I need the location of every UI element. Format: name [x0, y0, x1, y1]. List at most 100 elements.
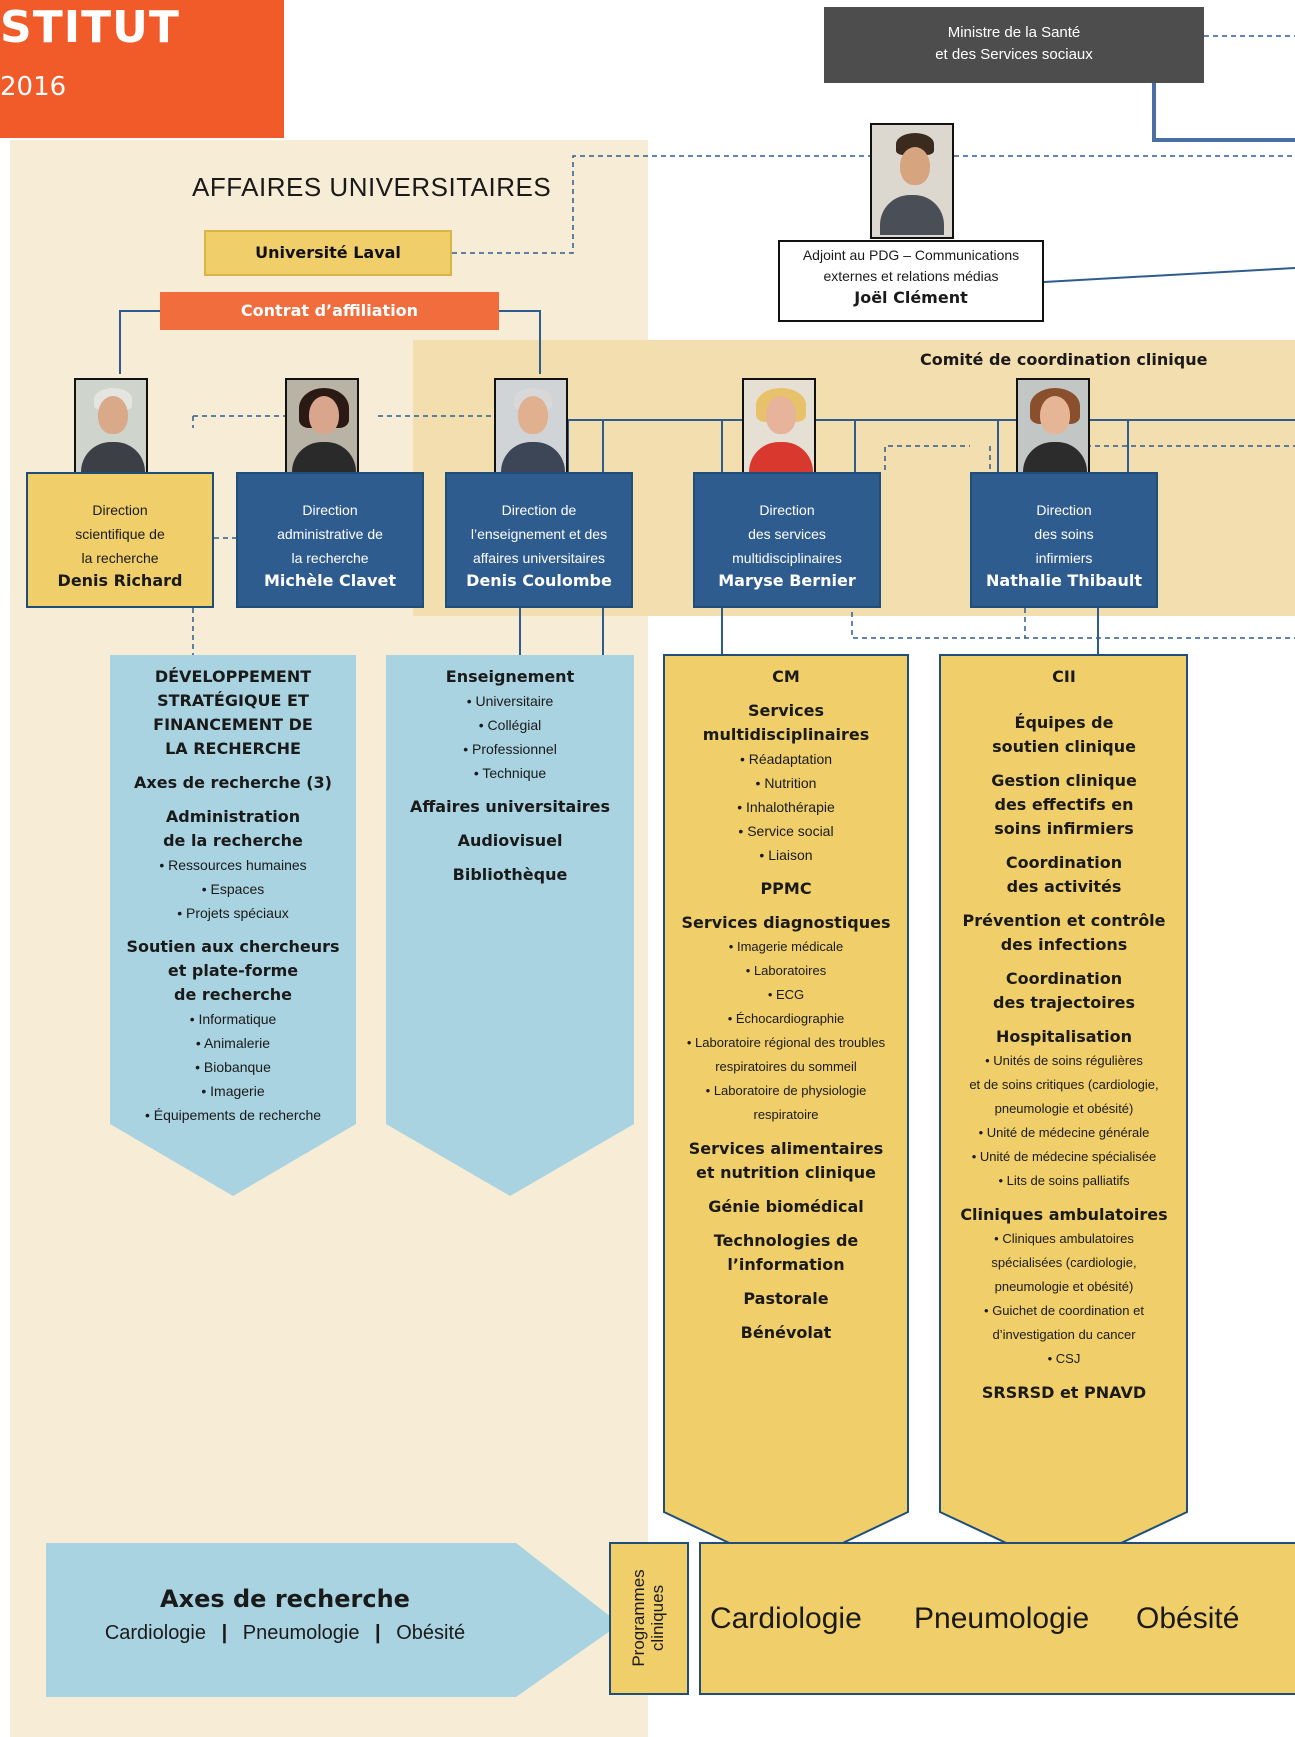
ministre-box: Ministre de la Santé et des Services soc… — [824, 7, 1204, 83]
coord-trajectoires-title: Coordination des trajectoires — [944, 967, 1184, 1015]
col-cii: CII Équipes de soutien clinique Gestion … — [944, 665, 1184, 1405]
separator: | — [375, 1622, 381, 1644]
coord-activites-title: Coordination des activités — [944, 851, 1184, 899]
header-subtitle: 2016 — [0, 72, 67, 102]
comite-label: Comité de coordination clinique — [920, 350, 1208, 369]
services-alimentaires-title: Services alimentaires et nutrition clini… — [668, 1137, 904, 1185]
enseignement-title: Enseignement — [445, 667, 575, 686]
director-line: Direction — [302, 502, 358, 518]
adjoint-line2: externes et relations médias — [823, 268, 999, 284]
srsrsd-label: SRSRSD et PNAVD — [981, 1383, 1147, 1402]
director-photo-coulombe — [494, 378, 568, 478]
services-diag-title: Services diagnostiques — [681, 913, 891, 932]
director-line: administrative de — [277, 526, 383, 542]
director-line: multidisciplinaires — [732, 550, 842, 566]
arrow-cm — [663, 654, 909, 1572]
list-item: d’investigation du cancer — [992, 1327, 1136, 1342]
services-multi-title: Services multidisciplinaires — [668, 699, 904, 747]
director-photo-thibault — [1016, 378, 1090, 478]
list-item: • Informatique — [189, 1011, 277, 1027]
list-item: • CSJ — [1047, 1351, 1081, 1366]
universite-laval-box: Université Laval — [204, 230, 452, 276]
title-line: de recherche — [174, 985, 292, 1004]
list-item: • Technique — [473, 765, 547, 781]
title-line: Administration — [165, 807, 301, 826]
soutien-title: Soutien aux chercheurs et plate-forme de… — [115, 935, 351, 1007]
bibliotheque-label: Bibliothèque — [452, 865, 568, 884]
list-item: • Cliniques ambulatoires — [994, 1231, 1134, 1246]
list-item: • Laboratoire de physiologie — [705, 1083, 867, 1098]
cliniques-list: • Cliniques ambulatoires spécialisées (c… — [944, 1227, 1184, 1371]
label-line: cliniques — [648, 1584, 667, 1652]
equipes-title: Équipes de soutien clinique — [944, 711, 1184, 759]
director-name: Denis Coulombe — [466, 571, 612, 590]
admin-recherche-title: Administration de la recherche — [115, 805, 351, 853]
title-line: l’information — [727, 1255, 845, 1274]
director-line: la recherche — [291, 550, 369, 566]
separator: | — [221, 1622, 228, 1644]
list-item: • Équipements de recherche — [144, 1107, 322, 1123]
director-line: l’enseignement et des — [470, 526, 608, 542]
arrow-axes-recherche — [46, 1543, 620, 1697]
gestion-title: Gestion clinique des effectifs en soins … — [944, 769, 1184, 841]
title-line: Prévention et contrôle — [962, 911, 1166, 930]
director-box-enseignement: Direction de l’enseignement et des affai… — [445, 472, 633, 608]
list-item: • Échocardiographie — [727, 1011, 845, 1026]
list-item: • Unité de médecine spécialisée — [971, 1149, 1157, 1164]
col-enseignement: Enseignement • Universitaire • Collégial… — [390, 665, 630, 897]
director-line: des soins — [1034, 526, 1094, 542]
axe-item: Pneumologie — [242, 1622, 360, 1644]
programmes-cliniques-label: Programmes cliniques — [629, 1543, 669, 1693]
enseignement-list: • Universitaire • Collégial • Profession… — [390, 689, 630, 785]
director-name: Maryse Bernier — [718, 571, 856, 590]
title-line: et nutrition clinique — [696, 1163, 876, 1182]
list-item: • Espaces — [201, 881, 265, 897]
director-line: infirmiers — [1035, 550, 1093, 566]
title-line: Services alimentaires — [688, 1139, 884, 1158]
list-item: • Lits de soins palliatifs — [998, 1173, 1130, 1188]
prevention-title: Prévention et contrôle des infections — [944, 909, 1184, 957]
list-item: • Unités de soins régulières — [985, 1053, 1143, 1068]
soutien-list: • Informatique • Animalerie • Biobanque … — [115, 1007, 351, 1127]
adjoint-photo — [870, 123, 954, 239]
director-line: des services — [748, 526, 826, 542]
title-line: de la recherche — [163, 831, 303, 850]
list-item: • Nutrition — [755, 775, 817, 791]
recherche-title: DÉVELOPPEMENT STRATÉGIQUE ET FINANCEMENT… — [115, 665, 351, 761]
hospitalisation-list: • Unités de soins régulières et de soins… — [944, 1049, 1184, 1193]
list-item: • Universitaire — [466, 693, 554, 709]
bottom-axes-list: Cardiologie | Pneumologie | Obésité — [60, 1616, 510, 1650]
list-item: • Inhalothérapie — [737, 799, 835, 815]
list-item: et de soins critiques (cardiologie, — [969, 1077, 1159, 1092]
title-line: des trajectoires — [993, 993, 1135, 1012]
director-box-multidisciplinaires: Direction des services multidisciplinair… — [693, 472, 881, 608]
axe-item: Cardiologie — [104, 1622, 206, 1644]
title-line: multidisciplinaires — [702, 725, 870, 744]
director-line: affaires universitaires — [472, 550, 606, 566]
title-line: et plate-forme — [167, 961, 299, 980]
list-item: • Imagerie médicale — [728, 939, 844, 954]
director-photo-bernier — [742, 378, 816, 478]
list-item: respiratoire — [753, 1107, 819, 1122]
program-obesite: Obésité — [1136, 1602, 1240, 1635]
arrow-cii — [939, 654, 1188, 1572]
director-name: Nathalie Thibault — [986, 571, 1142, 590]
title-line: des activités — [1006, 877, 1122, 896]
title-line: soutien clinique — [992, 737, 1136, 756]
title-line: Gestion clinique — [991, 771, 1137, 790]
director-photo-clavet — [285, 378, 359, 478]
title-line: des effectifs en — [994, 795, 1134, 814]
label-line: Programmes — [629, 1569, 648, 1667]
adjoint-box: Adjoint au PDG – Communications externes… — [778, 240, 1044, 322]
pastorale-label: Pastorale — [743, 1289, 829, 1308]
adjoint-name: Joël Clément — [854, 288, 968, 307]
list-item: • Guichet de coordination et — [984, 1303, 1144, 1318]
title-line: des infections — [1000, 935, 1128, 954]
list-item: • Liaison — [759, 847, 813, 863]
cii-title: CII — [1052, 667, 1076, 686]
genie-biomedical-label: Génie biomédical — [708, 1197, 864, 1216]
list-item: • Professionnel — [463, 741, 557, 757]
title-line: Coordination — [1005, 853, 1123, 872]
axe-item: Obésité — [396, 1622, 466, 1644]
